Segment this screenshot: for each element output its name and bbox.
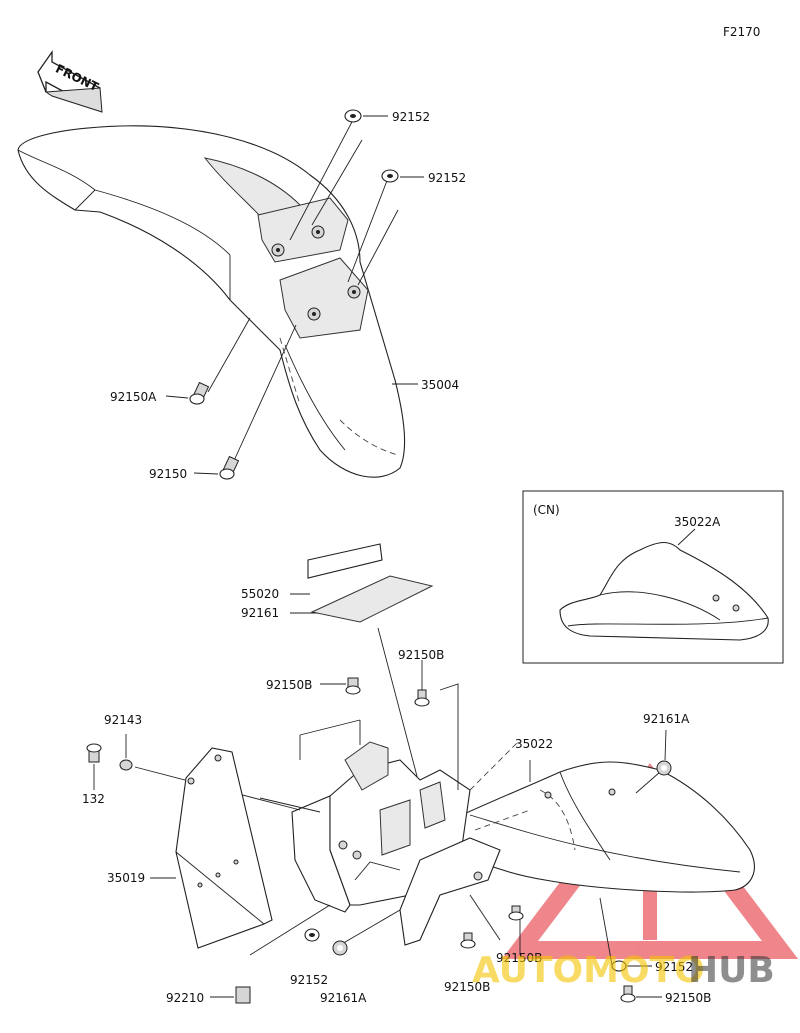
part-label-92152-a: 92152 [392, 110, 430, 124]
rear-bracket-assembly [134, 683, 661, 966]
part-label-92150A: 92150A [110, 390, 157, 404]
washer-92152-a [344, 109, 362, 123]
part-label-92150B-bottom-right: 92150B [665, 991, 711, 1005]
part-label-92152-b: 92152 [428, 171, 466, 185]
bolt-132 [86, 743, 102, 763]
figure-code: F2170 [723, 25, 760, 39]
bolt-92150B-bottom-mid [460, 932, 476, 949]
washer-92152-bottom [304, 928, 320, 942]
mudflap-35019 [150, 747, 273, 949]
grommet-92161A-bottom [332, 940, 348, 956]
part-label-55020: 55020 [241, 587, 279, 601]
part-label-35022A: 35022A [674, 515, 721, 529]
part-label-92152-bottom-right: 92152 [655, 960, 693, 974]
front-arrow-icon [37, 49, 103, 113]
part-label-35004: 35004 [421, 378, 459, 392]
part-label-92143: 92143 [104, 713, 142, 727]
clip-nut-92210 [235, 986, 251, 1004]
part-label-92150B-top: 92150B [398, 648, 444, 662]
fender-bolt-hole [311, 225, 325, 239]
grommet-92161A-right [656, 760, 672, 776]
cn-variant-box [522, 490, 784, 664]
part-label-92161A-right: 92161A [643, 712, 690, 726]
front-fender-35004 [17, 117, 418, 478]
bolt-92150B-top [414, 689, 430, 707]
part-label-132: 132 [82, 792, 105, 806]
part-label-92161: 92161 [241, 606, 279, 620]
bolt-92150A [189, 381, 210, 405]
nut-92143 [119, 759, 133, 771]
bolt-92150B-left [345, 677, 361, 695]
rear-fender-35022 [428, 760, 755, 893]
part-label-92210: 92210 [166, 991, 204, 1005]
part-label-92150B-right-mid: 92150B [496, 951, 542, 965]
bolt-92150 [219, 455, 240, 480]
fender-bolt-hole [307, 307, 321, 321]
watermark-text-right: HUB [688, 950, 775, 991]
part-label-35022: 35022 [515, 737, 553, 751]
label-sheet-55020 [307, 543, 383, 579]
part-label-92161A-bottom: 92161A [320, 991, 367, 1005]
part-label-92152-bottom: 92152 [290, 973, 328, 987]
fender-bolt-hole [347, 285, 361, 299]
part-label-92150: 92150 [149, 467, 187, 481]
bolt-92150B-bottom-right [620, 985, 636, 1003]
part-label-35019: 35019 [107, 871, 145, 885]
bolt-92150B-right-mid [508, 905, 524, 921]
washer-92152-b [381, 169, 399, 183]
part-label-92150B-left: 92150B [266, 678, 312, 692]
watermark-text-left: AUTOMOTO [472, 950, 705, 991]
part-label-92150B-bottom-mid: 92150B [444, 980, 490, 994]
pad-92161 [310, 575, 434, 623]
cn-box-label: (CN) [533, 503, 560, 517]
fender-bolt-hole [271, 243, 285, 257]
washer-92152-bottom-right [611, 960, 627, 972]
